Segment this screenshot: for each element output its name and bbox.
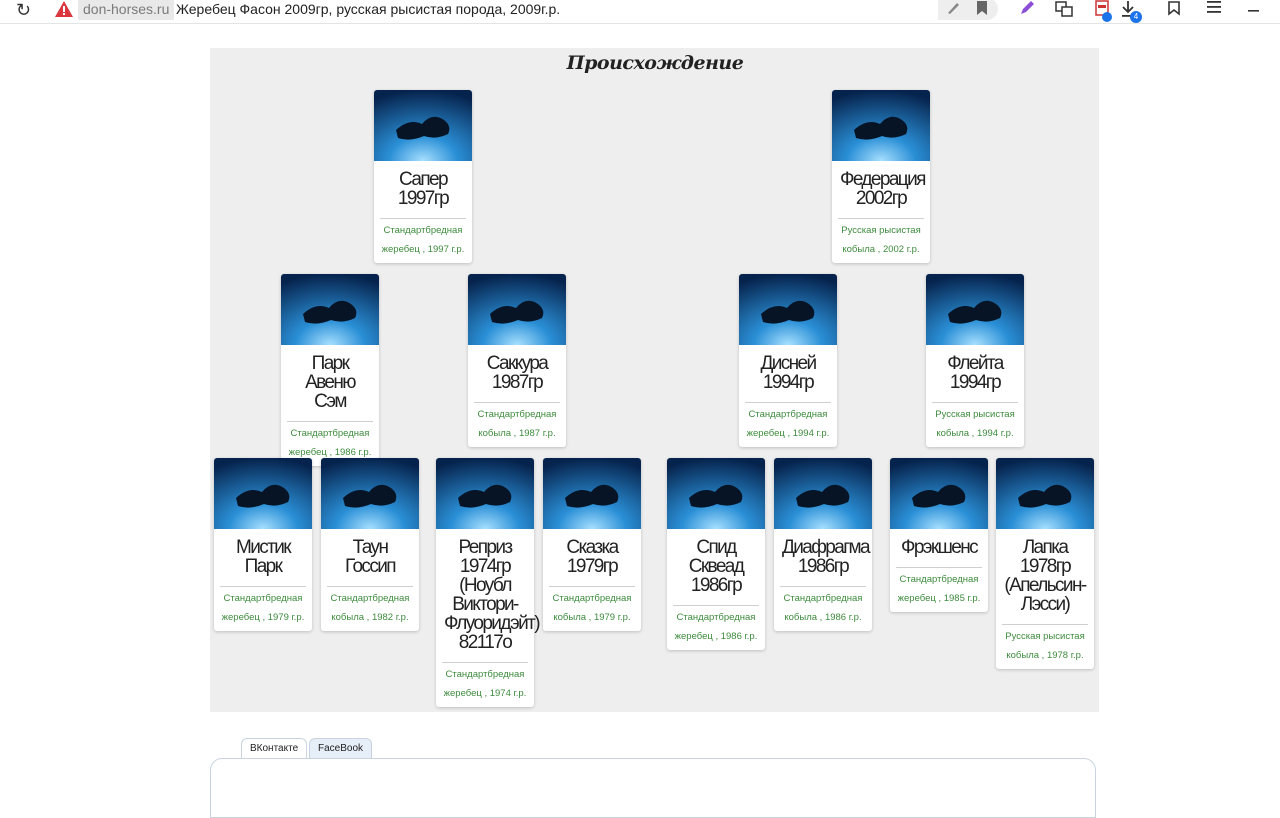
collections-icon[interactable] <box>1164 0 1184 20</box>
pedigree-card[interactable]: Парк Авеню Сэм Стандартбредная жеребец ,… <box>281 274 379 466</box>
download-count-badge: 4 <box>1130 11 1142 23</box>
pedigree-card[interactable]: Диафрагма 1986гр Стандартбредная кобыла … <box>774 458 872 631</box>
horse-photo <box>996 458 1094 529</box>
pdf-badge <box>1102 12 1112 22</box>
horse-info: Стандартбредная кобыла , 1982 г.р. <box>330 593 410 623</box>
horse-photo <box>739 274 837 345</box>
pedigree-card[interactable]: Спид Сквеад 1986гр Стандартбредная жереб… <box>667 458 765 650</box>
horse-name[interactable]: Мистик Парк <box>220 529 306 587</box>
pedigree-card[interactable]: Сапер 1997гр Стандартбредная жеребец , 1… <box>374 90 472 263</box>
horse-photo <box>890 458 988 529</box>
pedigree-card[interactable]: Флейта 1994гр Русская рысистая кобыла , … <box>926 274 1024 447</box>
horse-name[interactable]: Спид Сквеад 1986гр <box>673 529 759 606</box>
horse-photo <box>374 90 472 161</box>
translate-icon[interactable] <box>1054 0 1074 20</box>
horse-name[interactable]: Лапка 1978гр (Апельсин-Лэсси) <box>1002 529 1088 625</box>
horse-photo <box>774 458 872 529</box>
horse-info: Стандартбредная кобыла , 1979 г.р. <box>552 593 632 623</box>
horse-photo <box>832 90 930 161</box>
horse-photo <box>667 458 765 529</box>
horse-photo <box>436 458 534 529</box>
horse-info: Русская рысистая кобыла , 1994 г.р. <box>935 409 1015 439</box>
pedigree-card[interactable]: Лапка 1978гр (Апельсин-Лэсси) Русская ры… <box>996 458 1094 669</box>
brush-icon[interactable] <box>943 0 963 20</box>
horse-name[interactable]: Диафрагма 1986гр <box>780 529 871 587</box>
pedigree-card[interactable]: Реприз 1974гр (Ноубл Виктори-Флуоридэйт)… <box>436 458 541 707</box>
pedigree-card[interactable]: Фрэкшенс Стандартбредная жеребец , 1985 … <box>890 458 988 612</box>
horse-info: Стандартбредная кобыла , 1986 г.р. <box>783 593 863 623</box>
pedigree-heading: Происхождение <box>566 52 744 74</box>
page-title[interactable]: Жеребец Фасон 2009гр, русская рысистая п… <box>176 1 561 17</box>
pen-icon[interactable] <box>1017 0 1037 20</box>
horse-photo <box>468 274 566 345</box>
horse-info: Стандартбредная кобыла , 1987 г.р. <box>477 409 557 439</box>
horse-name[interactable]: Флейта 1994гр <box>932 345 1018 403</box>
tab-vkontakte[interactable]: ВКонтакте <box>241 738 308 759</box>
comments-widget <box>210 758 1096 818</box>
pedigree-card[interactable]: Федерация 2002гр Русская рысистая кобыла… <box>832 90 930 263</box>
horse-name[interactable]: Сказка 1979гр <box>549 529 635 587</box>
pdf-icon[interactable] <box>1092 0 1112 20</box>
horse-info: Русская рысистая кобыла , 1978 г.р. <box>1005 631 1085 661</box>
reload-icon[interactable]: ↻ <box>16 0 32 20</box>
tab-facebook[interactable]: FaceBook <box>309 738 373 759</box>
horse-info: Стандартбредная жеребец , 1986 г.р. <box>288 428 372 458</box>
horse-photo <box>543 458 641 529</box>
browser-toolbar: ↻ don-horses.ru Жеребец Фасон 2009гр, ру… <box>0 0 1280 24</box>
horse-name[interactable]: Фрэкшенс <box>896 529 982 568</box>
horse-info: Стандартбредная жеребец , 1974 г.р. <box>443 669 527 699</box>
pedigree-card[interactable]: Таун Госсип Стандартбредная кобыла , 198… <box>321 458 419 631</box>
horse-name[interactable]: Парк Авеню Сэм <box>287 345 373 422</box>
horse-info: Русская рысистая кобыла , 2002 г.р. <box>841 225 921 255</box>
pedigree-card[interactable]: Мистик Парк Стандартбредная жеребец , 19… <box>214 458 312 631</box>
horse-info: Стандартбредная жеребец , 1986 г.р. <box>674 612 758 642</box>
minimize-icon[interactable] <box>1244 0 1264 20</box>
horse-name[interactable]: Таун Госсип <box>327 529 413 587</box>
horse-name[interactable]: Дисней 1994гр <box>745 345 831 403</box>
pedigree-card[interactable]: Сказка 1979гр Стандартбредная кобыла , 1… <box>543 458 641 631</box>
address-domain[interactable]: don-horses.ru <box>78 0 175 20</box>
menu-icon[interactable] <box>1205 0 1225 20</box>
horse-photo <box>926 274 1024 345</box>
horse-info: Стандартбредная жеребец , 1994 г.р. <box>746 409 830 439</box>
horse-name[interactable]: Сапер 1997гр <box>380 161 466 219</box>
pedigree-card[interactable]: Саккура 1987гр Стандартбредная кобыла , … <box>468 274 566 447</box>
horse-photo <box>281 274 379 345</box>
horse-name[interactable]: Реприз 1974гр (Ноубл Виктори-Флуоридэйт)… <box>442 529 541 663</box>
pedigree-card[interactable]: Дисней 1994гр Стандартбредная жеребец , … <box>739 274 837 447</box>
horse-photo <box>321 458 419 529</box>
warning-icon[interactable] <box>54 0 74 18</box>
horse-info: Стандартбредная жеребец , 1997 г.р. <box>381 225 465 255</box>
horse-info: Стандартбредная жеребец , 1985 г.р. <box>897 574 981 604</box>
horse-name[interactable]: Федерация 2002гр <box>838 161 926 219</box>
horse-info: Стандартбредная жеребец , 1979 г.р. <box>221 593 305 623</box>
horse-photo <box>214 458 312 529</box>
horse-name[interactable]: Саккура 1987гр <box>474 345 560 403</box>
download-icon[interactable] <box>1118 0 1138 20</box>
pedigree-panel: Происхождение Сапер 1997гр Стандартбредн… <box>210 48 1099 712</box>
bookmark-icon[interactable] <box>972 0 992 20</box>
